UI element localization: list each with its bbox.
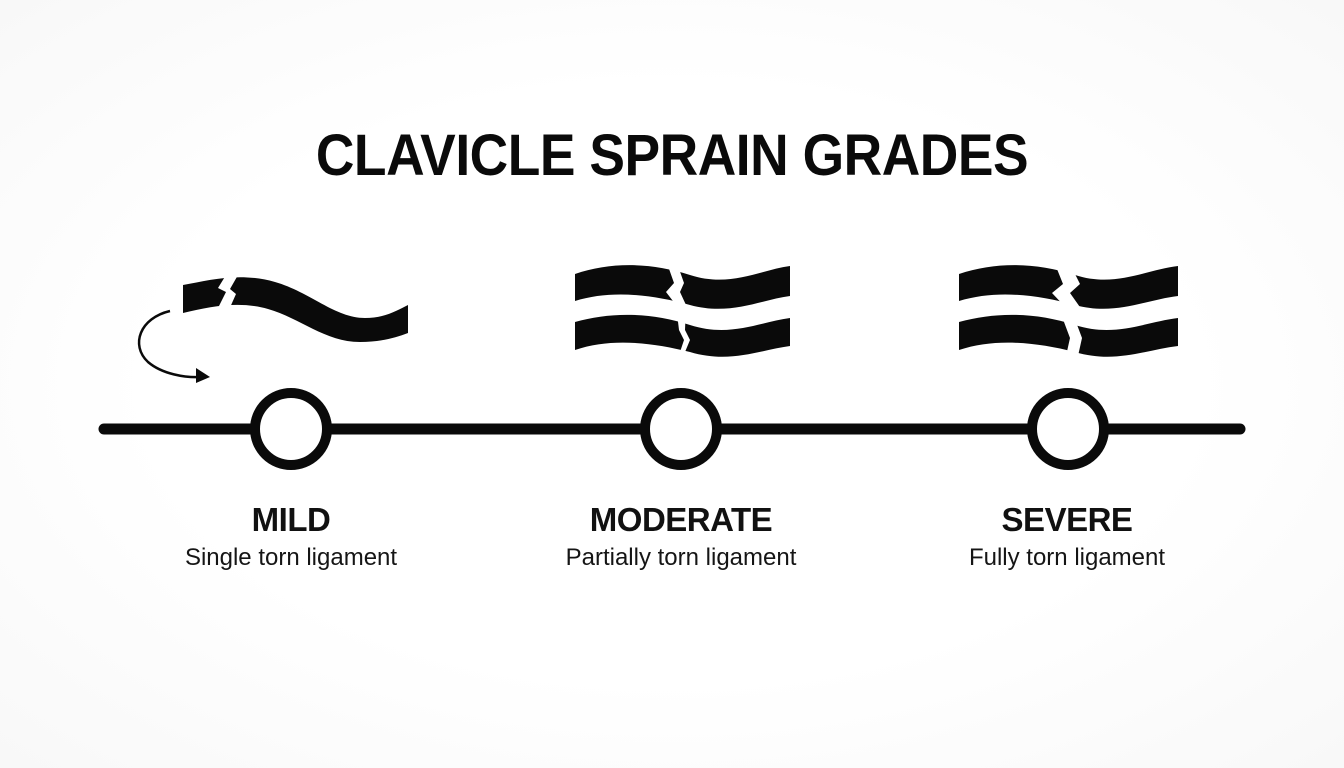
grade-description: Single torn ligament	[184, 544, 398, 571]
fully-torn-ligament-icon	[959, 264, 1178, 357]
partially-torn-ligament-icon	[575, 265, 790, 357]
single-torn-ligament-icon	[137, 275, 408, 383]
curved-arrow-icon	[137, 309, 203, 379]
grade-name: SEVERE	[1001, 501, 1133, 538]
grade-name: MODERATE	[589, 501, 773, 538]
grade-moderate: MODERATE Partially torn ligament	[521, 500, 841, 574]
grade-mild: MILD Single torn ligament	[131, 500, 451, 574]
severe-marker	[1027, 388, 1109, 470]
mild-marker	[250, 388, 332, 470]
grade-severe: SEVERE Fully torn ligament	[907, 500, 1227, 574]
grade-description: Partially torn ligament	[565, 544, 797, 571]
moderate-marker	[640, 388, 722, 470]
diagram-title: CLAVICLE SPRAIN GRADES	[315, 123, 1029, 188]
grade-name: MILD	[251, 501, 331, 538]
grade-description: Fully torn ligament	[968, 544, 1166, 571]
